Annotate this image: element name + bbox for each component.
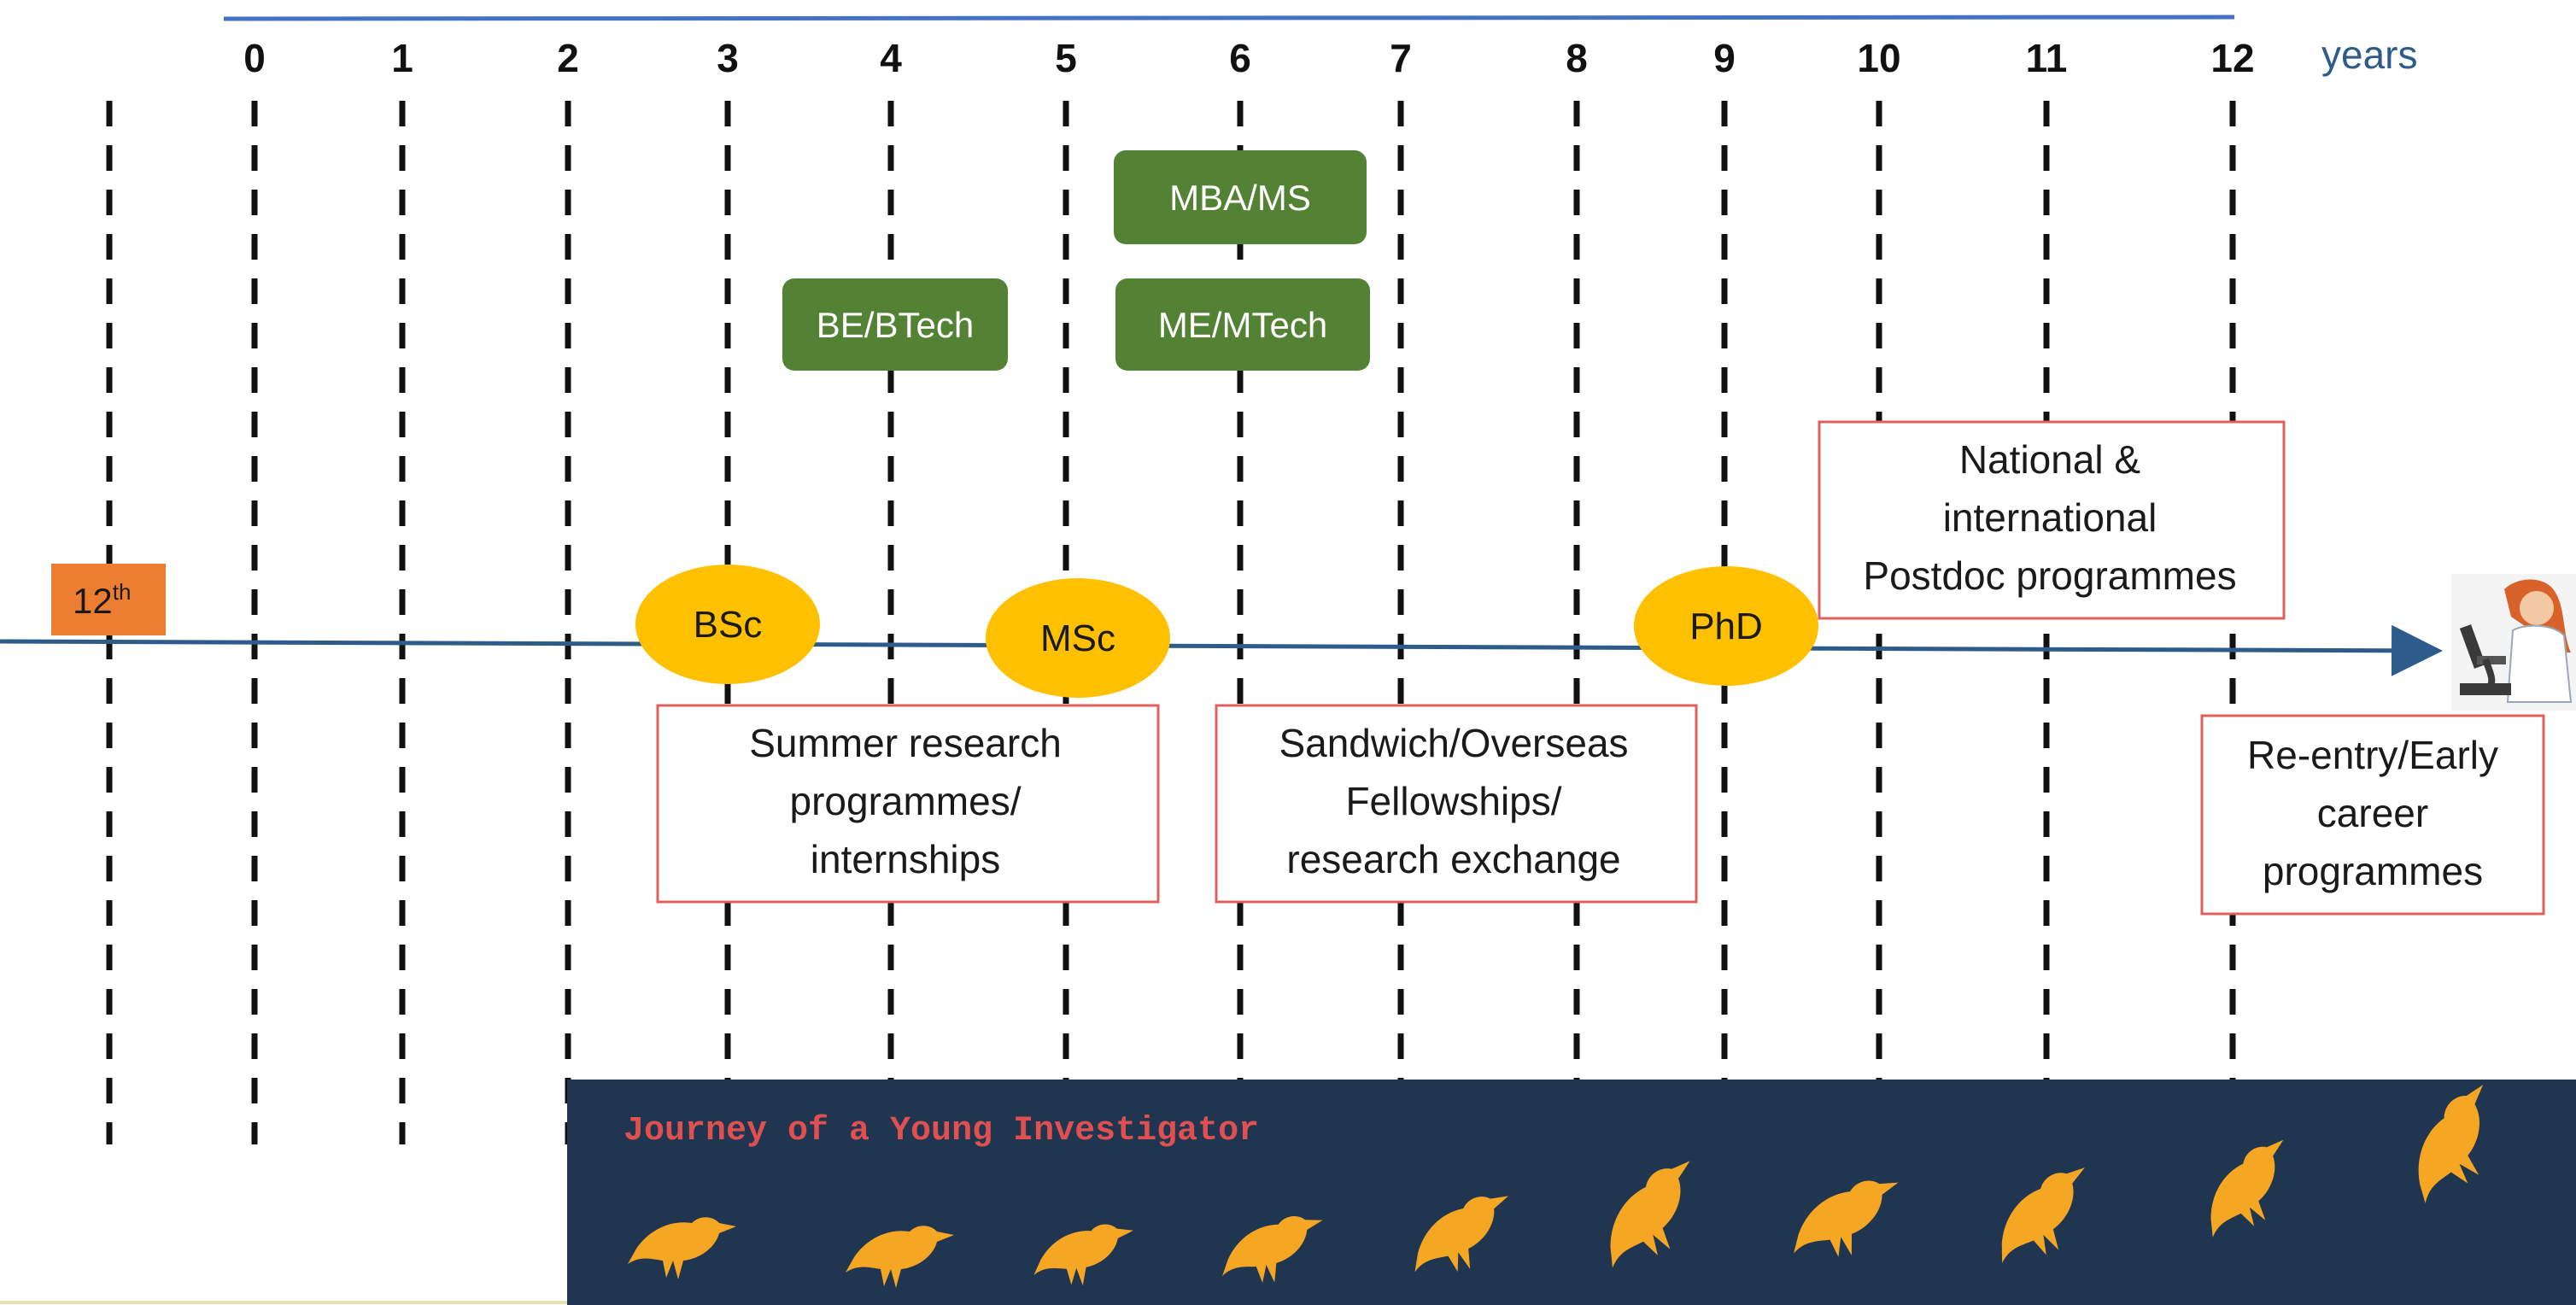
year-tick-6: 6: [1229, 36, 1251, 80]
milestone-label: BSc: [694, 604, 763, 646]
degree-box-me-mtech: ME/MTech: [1115, 278, 1370, 371]
start-marker-12th: 12th: [51, 564, 166, 635]
program-line: career: [2317, 791, 2428, 835]
program-box-reentry: Re-entry/Early career programmes: [2200, 714, 2545, 916]
milestone-bsc: BSc: [635, 565, 820, 684]
year-tick-7: 7: [1390, 36, 1412, 80]
timeline-axis-arrow: [0, 624, 2443, 676]
program-box-postdoc: National & international Postdoc program…: [1818, 420, 2286, 620]
program-line: Postdoc programmes: [1863, 553, 2236, 598]
program-line: programmes: [2263, 849, 2483, 893]
year-tick-1: 1: [391, 36, 413, 80]
top-rule-line: [223, 15, 2235, 21]
program-box-summer: Summer research programmes/ internships: [656, 704, 1160, 904]
program-line: Fellowships/: [1345, 779, 1561, 823]
start-marker-superscript: th: [113, 579, 132, 605]
degree-label: ME/MTech: [1158, 305, 1327, 345]
program-line: programmes/: [790, 779, 1022, 823]
degree-box-be-btech: BE/BTech: [782, 278, 1008, 371]
scientist-microscope-icon: [2451, 574, 2576, 711]
year-tick-2: 2: [557, 36, 579, 80]
program-line: National &: [1959, 437, 2140, 482]
milestone-msc: MSc: [986, 578, 1170, 698]
banner-title: Journey of a Young Investigator: [624, 1112, 1259, 1150]
program-line: research exchange: [1286, 837, 1620, 881]
start-marker-label: 12: [73, 581, 113, 621]
milestone-label: PhD: [1689, 606, 1763, 647]
year-tick-4: 4: [880, 36, 902, 80]
program-box-sandwich: Sandwich/Overseas Fellowships/ research …: [1215, 704, 1698, 904]
year-tick-8: 8: [1566, 36, 1588, 80]
journey-banner: Journey of a Young Investigator: [567, 1077, 2576, 1305]
program-line: Sandwich/Overseas: [1279, 721, 1628, 765]
year-tick-5: 5: [1055, 36, 1077, 80]
year-tick-10: 10: [1857, 36, 1900, 80]
svg-text:12th: 12th: [73, 579, 131, 621]
milestone-phd: PhD: [1634, 566, 1818, 686]
year-tick-12: 12: [2210, 36, 2254, 80]
milestone-label: MSc: [1040, 617, 1115, 659]
year-gridlines: [106, 101, 2236, 1144]
year-tick-9: 9: [1713, 36, 1736, 80]
program-line: internships: [811, 837, 1000, 881]
year-tick-0: 0: [243, 36, 266, 80]
degree-box-mba-ms: MBA/MS: [1114, 150, 1367, 244]
year-tick-11: 11: [2026, 36, 2068, 80]
years-unit-label: years: [2321, 32, 2417, 77]
program-line: Summer research: [749, 721, 1062, 765]
program-line: international: [1943, 495, 2157, 540]
degree-label: MBA/MS: [1169, 178, 1311, 218]
program-line: Re-entry/Early: [2247, 733, 2498, 777]
year-tick-3: 3: [717, 36, 739, 80]
degree-label: BE/BTech: [817, 305, 974, 345]
